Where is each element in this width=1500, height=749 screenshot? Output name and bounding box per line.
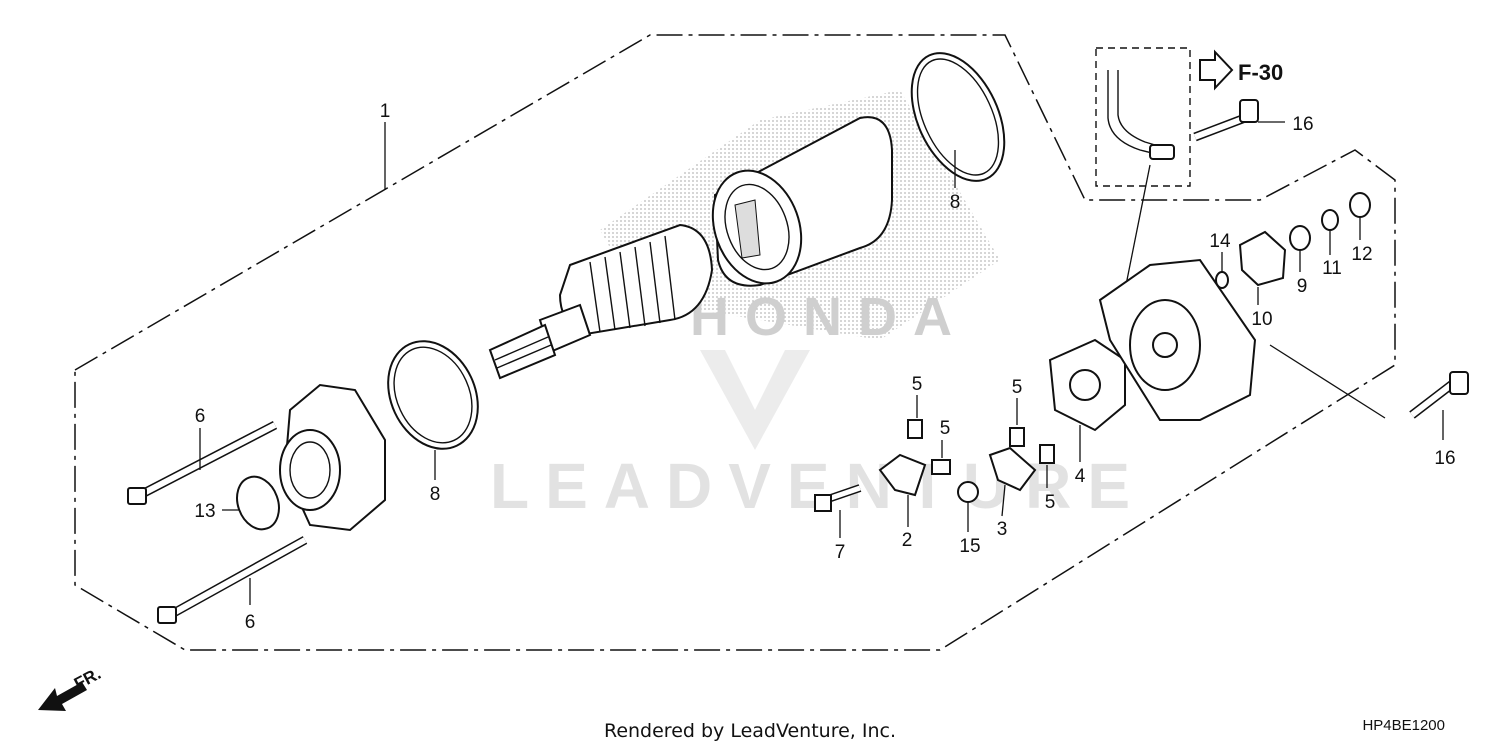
reference-arrow-icon [1199, 49, 1234, 91]
callout-5d: 5 [1045, 492, 1056, 513]
leader-lines [199, 121, 1444, 605]
callout-3: 3 [997, 519, 1008, 540]
callout-13: 13 [194, 501, 215, 522]
callout-5c: 5 [1012, 377, 1023, 398]
callout-1: 1 [380, 101, 391, 122]
diagram-code: HP4BE1200 [1362, 717, 1445, 734]
o-ring-small [236, 475, 280, 531]
callout-15: 15 [959, 536, 980, 557]
wire-inset [1095, 47, 1191, 291]
assembly-boundary [74, 34, 1396, 651]
o-ring-front [387, 340, 479, 450]
motor-case [711, 116, 893, 287]
callout-16a: 16 [1292, 114, 1313, 135]
callout-numbers: 1 2 3 4 5 5 5 5 6 6 7 8 8 9 10 11 12 13 … [194, 101, 1455, 633]
callout-12: 12 [1351, 244, 1372, 265]
callout-16b: 16 [1434, 448, 1455, 469]
callout-4: 4 [1075, 466, 1086, 487]
reference-label: F-30 [1238, 60, 1283, 85]
bolt-16-upper [1193, 99, 1259, 142]
callout-14: 14 [1209, 231, 1231, 252]
callout-7: 7 [835, 542, 846, 563]
callout-10: 10 [1251, 309, 1272, 330]
callout-11: 11 [1322, 258, 1342, 279]
screw-7 [814, 484, 862, 512]
bolt-16-lower [1409, 371, 1469, 419]
o-ring-rear [910, 52, 1006, 182]
brush-holder-2 [878, 453, 927, 497]
callout-6b: 6 [245, 612, 256, 633]
terminal-parts [1215, 192, 1371, 289]
honda-watermark-text: HONDA [690, 287, 968, 347]
callout-8b: 8 [430, 484, 441, 505]
front-direction-arrow-icon: FR. [38, 664, 104, 711]
rendered-by-footer: Rendered by LeadVenture, Inc. [604, 720, 896, 742]
callout-5a: 5 [912, 374, 923, 395]
callout-8a: 8 [950, 192, 961, 213]
callout-6a: 6 [195, 406, 206, 427]
brush-plate-4 [1048, 338, 1126, 432]
screw-15 [957, 481, 979, 503]
front-cover [279, 383, 386, 532]
springs [907, 419, 1055, 475]
armature [488, 223, 714, 380]
callout-2: 2 [902, 530, 913, 551]
callout-9: 9 [1297, 276, 1308, 297]
rear-cover [1098, 258, 1257, 421]
through-bolt-lower [157, 536, 308, 624]
through-bolt-upper [127, 421, 278, 505]
callout-5b: 5 [940, 418, 951, 439]
brush-holder-3 [988, 446, 1037, 492]
